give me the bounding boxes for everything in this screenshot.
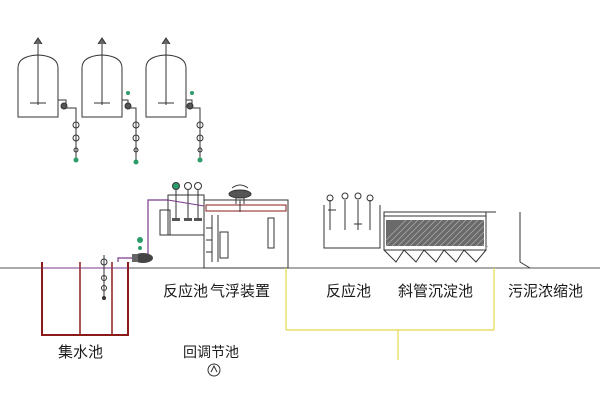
tube-hatch-line [475,237,485,247]
valve-icon [137,237,143,250]
mixer-icon [228,184,252,204]
label-collection-tank: 集水池 [58,343,103,361]
tube-hatch-line [483,245,489,251]
tube-hatch-line [433,219,461,247]
pump-icon [132,253,153,263]
label-equalization-tank: 回调节池 [183,345,239,361]
label-reaction-tank-1: 反应池 [163,282,208,300]
inclined-tube-settler [383,211,496,263]
tube-hatch-line [391,219,419,247]
chemical-dosing-tank-icon [81,37,123,118]
label-reaction-tank-2: 反应池 [326,282,371,300]
tube-hatch-line [385,219,413,247]
label-air-flotation: 气浮装置 [210,282,270,300]
tube-hatch-line [409,219,437,247]
tube-hatch-line [469,231,485,247]
air-flotation-unit [203,199,289,269]
tube-hatch-line [457,219,485,247]
chemical-dosing-tank-icon [145,37,187,118]
agitator-icon [172,182,202,221]
sludge-thickener [519,212,531,269]
collection-tank [41,262,129,336]
chemical-dosing-tank-icon [17,37,59,118]
valve-icon [328,209,362,225]
tube-hatch-line [403,219,431,247]
equalization-tank-marker [207,363,221,377]
pipe-terminals [73,91,203,165]
tube-hatch-line [397,219,425,247]
tube-hatch-line [445,219,473,247]
tube-hatch-line [439,219,467,247]
tube-hatch-line [481,243,485,247]
collection-tank-instrument [100,255,108,266]
reaction-tank-1 [159,190,205,236]
dosing-lines [58,99,204,162]
tube-hatch-line [451,219,479,247]
underground-pipes [285,268,495,360]
label-sludge-thickener: 污泥浓缩池 [508,282,583,300]
reaction-tank-2 [323,200,381,249]
tube-hatch-line [415,219,443,247]
tube-hatch-line [385,219,407,241]
tube-hatching [385,219,489,251]
tube-hatch-line [463,225,485,247]
label-inclined-tube-settler: 斜管沉淀池 [398,282,473,300]
tube-hatch-line [421,219,449,247]
tube-hatch-line [427,219,455,247]
agitator-icon [326,192,374,202]
dosing-tanks [17,37,187,118]
flotation-inlet-pipe [167,199,205,207]
